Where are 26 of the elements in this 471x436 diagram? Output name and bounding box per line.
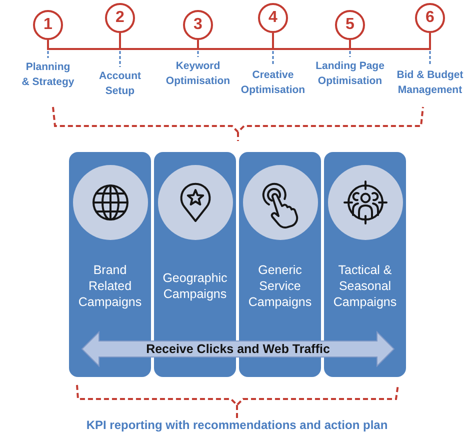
footer-note: KPI reporting with recommendations and action plan: [85, 418, 389, 433]
panel-title: Brand Related Campaigns: [77, 262, 143, 310]
step-number: 3: [194, 17, 202, 33]
panel-title: Generic Service Campaigns: [247, 262, 313, 310]
step-number: 6: [426, 10, 434, 26]
step-number: 2: [116, 10, 124, 26]
step-label: Creative Optimisation: [240, 68, 306, 97]
step-label: Keyword Optimisation: [164, 59, 232, 88]
step-label: Landing Page Optimisation: [314, 59, 386, 88]
step-circle: [335, 10, 365, 40]
timeline-line: [47, 32, 431, 50]
panel-title: Geographic Campaigns: [162, 270, 228, 302]
step-label: Bid & Budget Management: [396, 68, 464, 97]
step-circle: [183, 10, 213, 40]
double-block-arrow: [82, 332, 394, 366]
step-number: 5: [346, 17, 354, 33]
step-number: 1: [44, 17, 52, 33]
step-label: Account Setup: [98, 69, 142, 98]
arrow-label: Receive Clicks and Web Traffic: [146, 342, 330, 356]
step-circle: [258, 3, 288, 33]
step-label: Planning & Strategy: [21, 60, 75, 89]
step-number: 4: [268, 10, 278, 26]
step-circle: [105, 3, 135, 33]
panel-title: Tactical & Seasonal Campaigns: [332, 262, 398, 310]
step-circle: [415, 3, 445, 33]
step-circle: [33, 10, 63, 40]
